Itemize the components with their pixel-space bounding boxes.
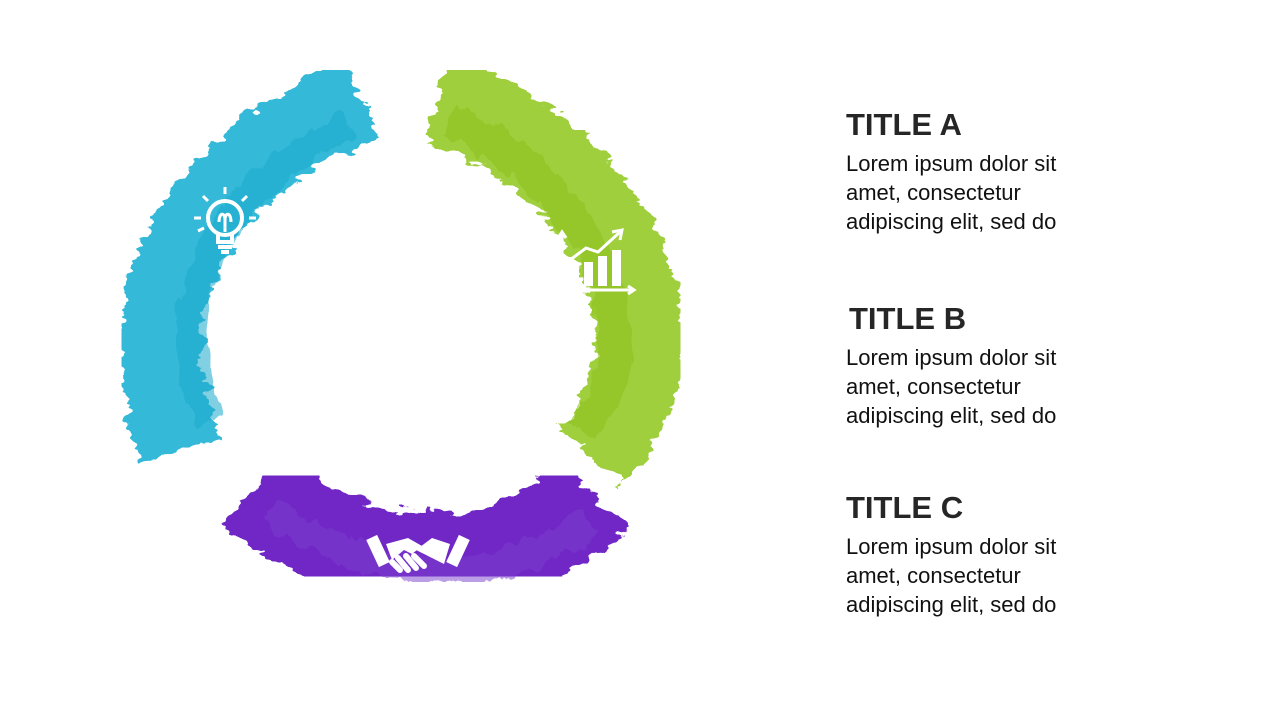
title-c: TITLE C [846, 490, 964, 525]
body-b: Lorem ipsum dolor sit amet, consectetur … [846, 345, 1057, 428]
body-c: Lorem ipsum dolor sit amet, consectetur … [846, 534, 1057, 617]
segment-b-stroke [424, 70, 684, 485]
text-block-a: TITLE A Lorem ipsum dolor sit amet, cons… [846, 107, 1146, 236]
segment-b [424, 70, 684, 485]
text-block-c: TITLE C Lorem ipsum dolor sit amet, cons… [846, 490, 1146, 619]
cycle-diagram [120, 70, 684, 610]
segment-a [120, 70, 379, 462]
text-block-b: TITLE B Lorem ipsum dolor sit amet, cons… [846, 301, 1149, 430]
body-a: Lorem ipsum dolor sit amet, consectetur … [846, 151, 1057, 234]
segment-c [222, 453, 629, 610]
handshake-icon [366, 534, 470, 573]
growth-chart-icon [556, 228, 637, 296]
lightbulb-icon [194, 187, 256, 254]
title-a: TITLE A [846, 107, 962, 142]
segment-a-stroke [120, 70, 379, 462]
title-b: TITLE B [849, 301, 967, 336]
